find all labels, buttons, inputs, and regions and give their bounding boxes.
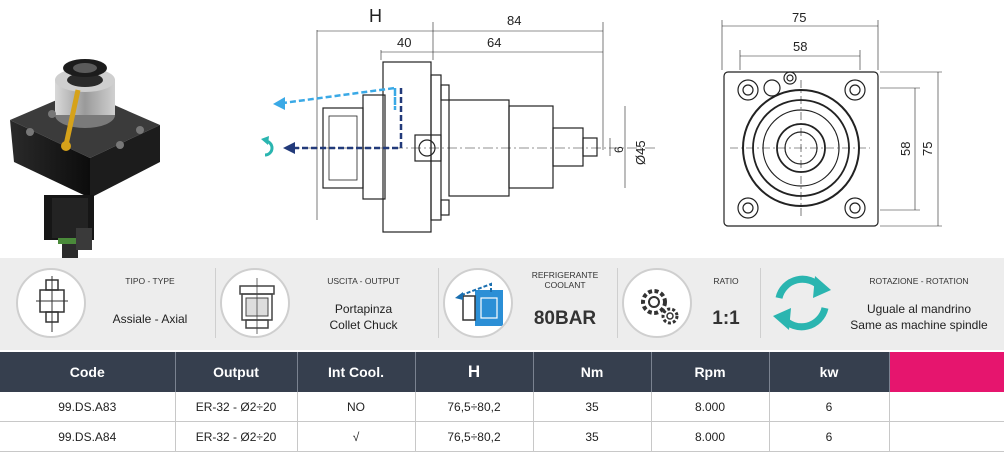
cell-h: 76,5÷80,2 [415, 392, 534, 422]
feature-ratio-caption: RATIO [713, 276, 739, 286]
col-header-int-cool: Int Cool. [297, 352, 416, 392]
technical-drawings: H 84 40 64 6 Ø45 [10, 6, 942, 264]
col-header-code: Code [0, 352, 176, 392]
feature-output-value-1: Portapinza [334, 302, 393, 316]
dim-label-64: 64 [487, 35, 501, 50]
cell-output: ER-32 - Ø2÷20 [175, 421, 298, 452]
cell-rpm: 8.000 [651, 392, 770, 422]
table-row: 99.DS.A84 ER-32 - Ø2÷20 √ 76,5÷80,2 35 8… [0, 421, 1004, 452]
feature-type-caption: TIPO - TYPE [125, 276, 175, 286]
cell-kw: 6 [769, 421, 890, 452]
spec-table: Code Output Int Cool. H Nm Rpm kw 99.DS.… [0, 352, 1004, 452]
feature-rotation-caption: ROTAZIONE - ROTATION [869, 276, 969, 286]
cell-code: 99.DS.A83 [0, 392, 176, 422]
product-render-image [10, 59, 160, 264]
cell-rpm: 8.000 [651, 421, 770, 452]
dim-label-75-side: 75 [920, 142, 935, 156]
col-header-h: H [415, 352, 534, 392]
dim-label-H: H [369, 6, 382, 26]
col-header-rpm: Rpm [651, 352, 770, 392]
col-header-kw: kw [769, 352, 890, 392]
divider [617, 268, 618, 338]
cell-h: 76,5÷80,2 [415, 421, 534, 452]
cell-output: ER-32 - Ø2÷20 [175, 392, 298, 422]
cell-nm: 35 [533, 421, 652, 452]
cell-code: 99.DS.A84 [0, 421, 176, 452]
feature-type-value: Assiale - Axial [112, 312, 188, 326]
feature-coolant-caption-1: REFRIGERANTE [531, 270, 599, 280]
dim-label-6: 6 [612, 146, 626, 153]
cell-extra [889, 392, 1004, 422]
feature-coolant-value: 80BAR [533, 308, 597, 329]
cell-kw: 6 [769, 392, 890, 422]
axial-tool-icon [16, 268, 86, 338]
dim-label-40: 40 [397, 35, 411, 50]
dim-label-84: 84 [507, 13, 521, 28]
divider [438, 268, 439, 338]
collet-chuck-icon [220, 268, 290, 338]
feature-rotation-value-2: Same as machine spindle [850, 318, 988, 332]
feature-output-caption: USCITA - OUTPUT [327, 276, 400, 286]
cell-int-cool: NO [297, 392, 416, 422]
col-header-accent [889, 352, 1004, 392]
feature-ratio-value: 1:1 [712, 308, 740, 329]
dim-label-d45: Ø45 [633, 140, 648, 165]
dim-label-58-top: 58 [793, 39, 807, 54]
feature-output-value-2: Collet Chuck [329, 318, 398, 332]
front-view-drawing: 75 58 58 75 [721, 10, 942, 227]
feature-type: TIPO - TYPE Assiale - Axial [0, 258, 215, 350]
rotation-arrow-icon [261, 136, 274, 157]
feature-strip: TIPO - TYPE Assiale - Axial USCITA - OUT… [0, 258, 1004, 350]
coolant-icon [443, 268, 513, 338]
dim-label-58-side: 58 [898, 142, 913, 156]
cell-int-cool-check: √ [297, 421, 416, 452]
gears-icon [622, 268, 692, 338]
feature-output: USCITA - OUTPUT Portapinza Collet Chuck [216, 258, 438, 350]
feature-rotation: ROTAZIONE - ROTATION Uguale al mandrino … [761, 258, 1004, 350]
divider [760, 268, 761, 338]
divider [215, 268, 216, 338]
dim-label-75-top: 75 [792, 10, 806, 25]
table-row: 99.DS.A83 ER-32 - Ø2÷20 NO 76,5÷80,2 35 … [0, 392, 1004, 422]
cell-nm: 35 [533, 392, 652, 422]
rotation-arrows-icon [773, 275, 831, 331]
feature-coolant-caption-2: COOLANT [544, 280, 586, 290]
feature-coolant: REFRIGERANTE COOLANT 80BAR [439, 258, 617, 350]
feature-ratio: RATIO 1:1 [618, 258, 760, 350]
side-view-drawing: H 84 40 64 6 Ø45 [261, 6, 655, 233]
col-header-nm: Nm [533, 352, 652, 392]
table-header-row: Code Output Int Cool. H Nm Rpm kw [0, 352, 1004, 392]
col-header-output: Output [175, 352, 298, 392]
feature-rotation-value-1: Uguale al mandrino [866, 302, 972, 316]
cell-extra [889, 421, 1004, 452]
